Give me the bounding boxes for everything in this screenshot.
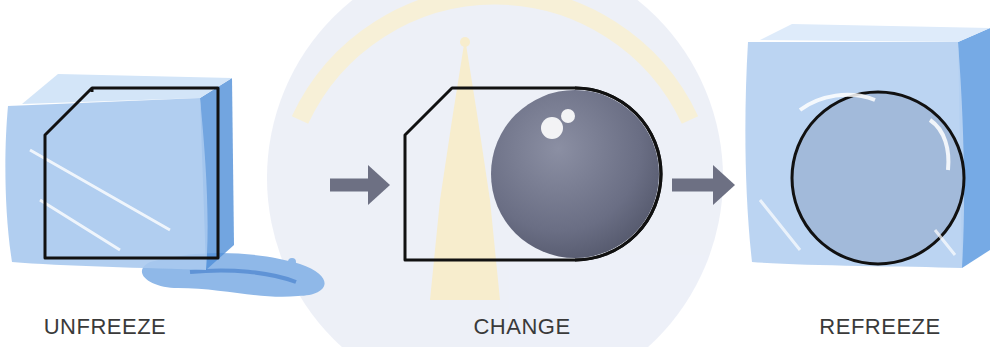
shape-outline xyxy=(405,88,661,260)
watermark xyxy=(267,0,723,347)
watermark-circle xyxy=(267,0,723,347)
stage-label: REFREEZE xyxy=(819,314,940,340)
frozen-ice-cube xyxy=(745,24,990,268)
melting-ice-cube xyxy=(5,74,324,297)
watermark-dot xyxy=(460,37,470,47)
cube-front xyxy=(5,98,207,270)
outline-corner xyxy=(91,88,94,92)
stage-label: UNFREEZE xyxy=(44,314,167,340)
ice-glint xyxy=(30,150,170,250)
water-drop xyxy=(288,258,296,266)
frozen-ball xyxy=(792,92,964,264)
shape-outline xyxy=(45,88,218,258)
stage-node: CHANGE xyxy=(392,30,670,340)
puddle-wave xyxy=(190,270,296,282)
ball xyxy=(491,90,659,258)
changing-shape xyxy=(405,88,661,260)
process-arrow xyxy=(330,179,368,192)
ball-outline xyxy=(792,92,964,264)
stage-node: UNFREEZE xyxy=(0,30,328,340)
ice-glint xyxy=(800,95,948,170)
process-arrow xyxy=(672,179,713,192)
ball-highlight xyxy=(561,109,575,123)
watermark-arc xyxy=(300,0,690,120)
ball-highlight xyxy=(541,117,563,139)
cube-top xyxy=(760,24,990,42)
ice-glint xyxy=(760,200,955,255)
cube-front xyxy=(745,42,964,268)
stage-node: REFREEZE xyxy=(737,30,990,340)
stage-label: CHANGE xyxy=(473,314,570,340)
ball-outline xyxy=(575,88,661,260)
